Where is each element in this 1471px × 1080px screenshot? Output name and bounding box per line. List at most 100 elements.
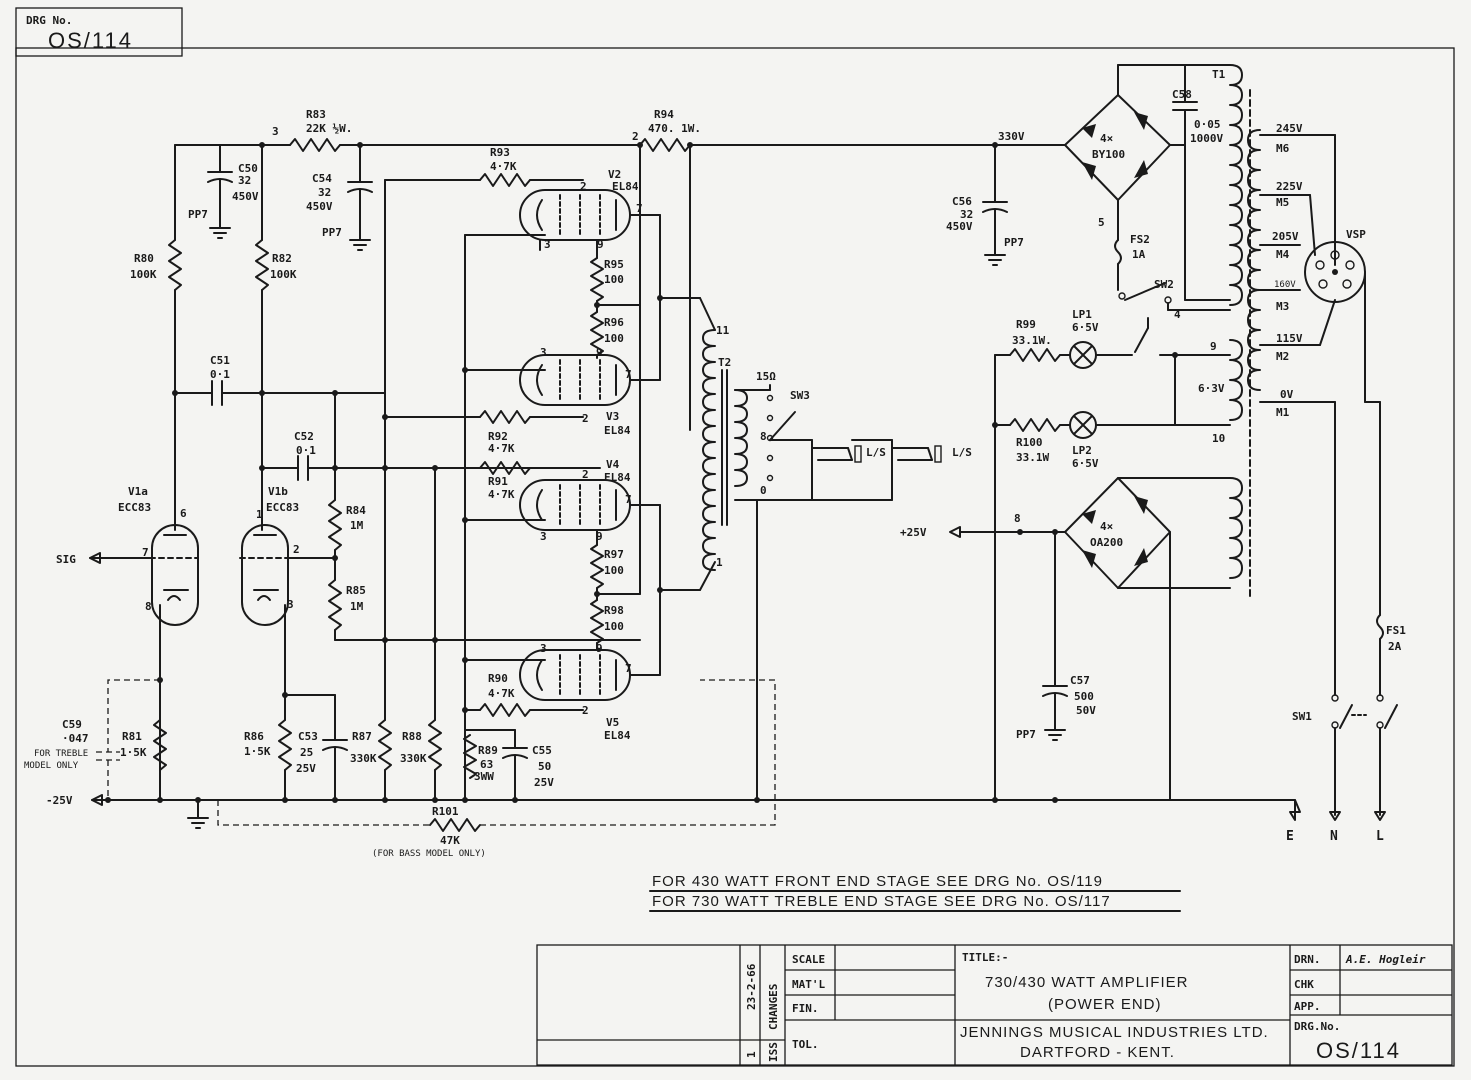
c52-label: C52: [294, 430, 314, 443]
m6-label: M6: [1276, 142, 1290, 155]
r99-label: R99: [1016, 318, 1036, 331]
v1b-pin3: 3: [287, 598, 294, 611]
fs2-label: FS2: [1130, 233, 1150, 246]
v2-pin3: 3: [544, 238, 551, 251]
r84-label: R84: [346, 504, 366, 517]
pp7-label-3: PP7: [1004, 236, 1024, 249]
r85-value: 1M: [350, 600, 364, 613]
r90-value: 4·7K: [488, 687, 515, 700]
r97-value: 100: [604, 564, 624, 577]
v5-label: V5: [606, 716, 619, 729]
r101-value: 47K: [440, 834, 460, 847]
bridge2-qty: 4×: [1100, 520, 1113, 533]
ls-label-2: L/S: [952, 446, 972, 459]
vsp-voltage-selector: [1304, 241, 1366, 403]
r80-value: 100K: [130, 268, 157, 281]
title-line1: 730/430 WATT AMPLIFIER: [985, 974, 1188, 991]
lp2-value: 6·5V: [1072, 457, 1099, 470]
v1a-pin6: 6: [180, 507, 187, 520]
ohm15-label: 15Ω: [756, 370, 776, 383]
neg25-label: -25V: [46, 794, 73, 807]
node-3-label: 3: [272, 125, 279, 138]
title-iss-value: 1: [745, 1051, 758, 1058]
c53-value1: 25: [300, 746, 313, 759]
c55-value1: 50: [538, 760, 551, 773]
c55-value2: 25V: [534, 776, 554, 789]
r90-label: R90: [488, 672, 508, 685]
v1a-pin7: 7: [142, 546, 149, 559]
r87-value: 330K: [350, 752, 377, 765]
drawing-number-box: DRG No. OS/114: [15, 7, 183, 57]
title-fin-label: FIN.: [792, 1002, 819, 1015]
v1b-triode: [239, 524, 336, 696]
company-line2: DARTFORD - KENT.: [1020, 1044, 1175, 1061]
v2-type: EL84: [612, 180, 639, 193]
m2-label: M2: [1276, 350, 1289, 363]
v1b-type: ECC83: [266, 501, 299, 514]
reference-notes: FOR 430 WATT FRONT END STAGE SEE DRG No.…: [649, 873, 1181, 912]
v3-type: EL84: [604, 424, 631, 437]
v3-label: V3: [606, 410, 619, 423]
r93-value: 4·7K: [490, 160, 517, 173]
fs1-label: FS1: [1386, 624, 1406, 637]
r81-label: R81: [122, 730, 142, 743]
v2-pin2: 2: [580, 180, 587, 193]
title-label: TITLE:-: [962, 951, 1008, 964]
v2-label: V2: [608, 168, 621, 181]
c58-value1: 0·05: [1194, 118, 1221, 131]
v2-pin9: 9: [597, 238, 604, 251]
p25-label: +25V: [900, 526, 927, 539]
r88-value: 330K: [400, 752, 427, 765]
v4-label: V4: [606, 458, 620, 471]
v63-label: 6·3V: [1198, 382, 1225, 395]
fs1-value: 2A: [1388, 640, 1402, 653]
mains-input: [1329, 401, 1398, 821]
title-drn-value: A.E. Hogleir: [1345, 953, 1426, 966]
r86-value: 1·5K: [244, 745, 271, 758]
node-2-label: 2: [632, 130, 639, 143]
r96-label: R96: [604, 316, 624, 329]
t2-pin8: 8: [760, 430, 767, 443]
r101-label: R101: [432, 805, 459, 818]
c50-value1: 32: [238, 174, 251, 187]
c56-value2: 450V: [946, 220, 973, 233]
v5-type: EL84: [604, 729, 631, 742]
v1b-pin1: 1: [256, 508, 263, 521]
pp7-label-2: PP7: [322, 226, 342, 239]
tap205-label: 205V: [1272, 230, 1299, 243]
title-tol-label: TOL.: [792, 1038, 819, 1051]
r86-label: R86: [244, 730, 264, 743]
t2-pin1: 1: [716, 556, 723, 569]
r100-label: R100: [1016, 436, 1043, 449]
r84-value: 1M: [350, 519, 364, 532]
t2-label: T2: [718, 356, 731, 369]
v4-pin7: 7: [625, 493, 632, 506]
v3-pin2: 2: [582, 412, 589, 425]
sw3-label: SW3: [790, 389, 810, 402]
lp2-label: LP2: [1072, 444, 1092, 457]
c59-note1: FOR TREBLE: [34, 749, 88, 759]
c57-label: C57: [1070, 674, 1090, 687]
v4-type: EL84: [604, 471, 631, 484]
m4-label: M4: [1276, 248, 1290, 261]
v3-pin7: 7: [625, 368, 632, 381]
title-line2: (POWER END): [1048, 996, 1162, 1013]
v1b-label: V1b: [268, 485, 288, 498]
m1-label: M1: [1276, 406, 1290, 419]
c51-label: C51: [210, 354, 230, 367]
tap160-label: 160V: [1274, 280, 1296, 290]
c57-value1: 500: [1074, 690, 1094, 703]
title-drg-no-label: DRG.No.: [1294, 1020, 1340, 1033]
lamp-circuit: [992, 317, 1231, 801]
pp7-label-4: PP7: [1016, 728, 1036, 741]
node-10-label: 10: [1212, 432, 1225, 445]
v4-pin9: 9: [596, 530, 603, 543]
v1b-pin2: 2: [293, 543, 300, 556]
fs2-fuse: [1114, 229, 1231, 311]
c58-capacitor: [1172, 64, 1231, 301]
t2-output-transformer: [702, 329, 774, 801]
v2-pentode: [519, 189, 661, 251]
r82-value: 100K: [270, 268, 297, 281]
tap0-label: 0V: [1280, 388, 1294, 401]
r97-label: R97: [604, 548, 624, 561]
